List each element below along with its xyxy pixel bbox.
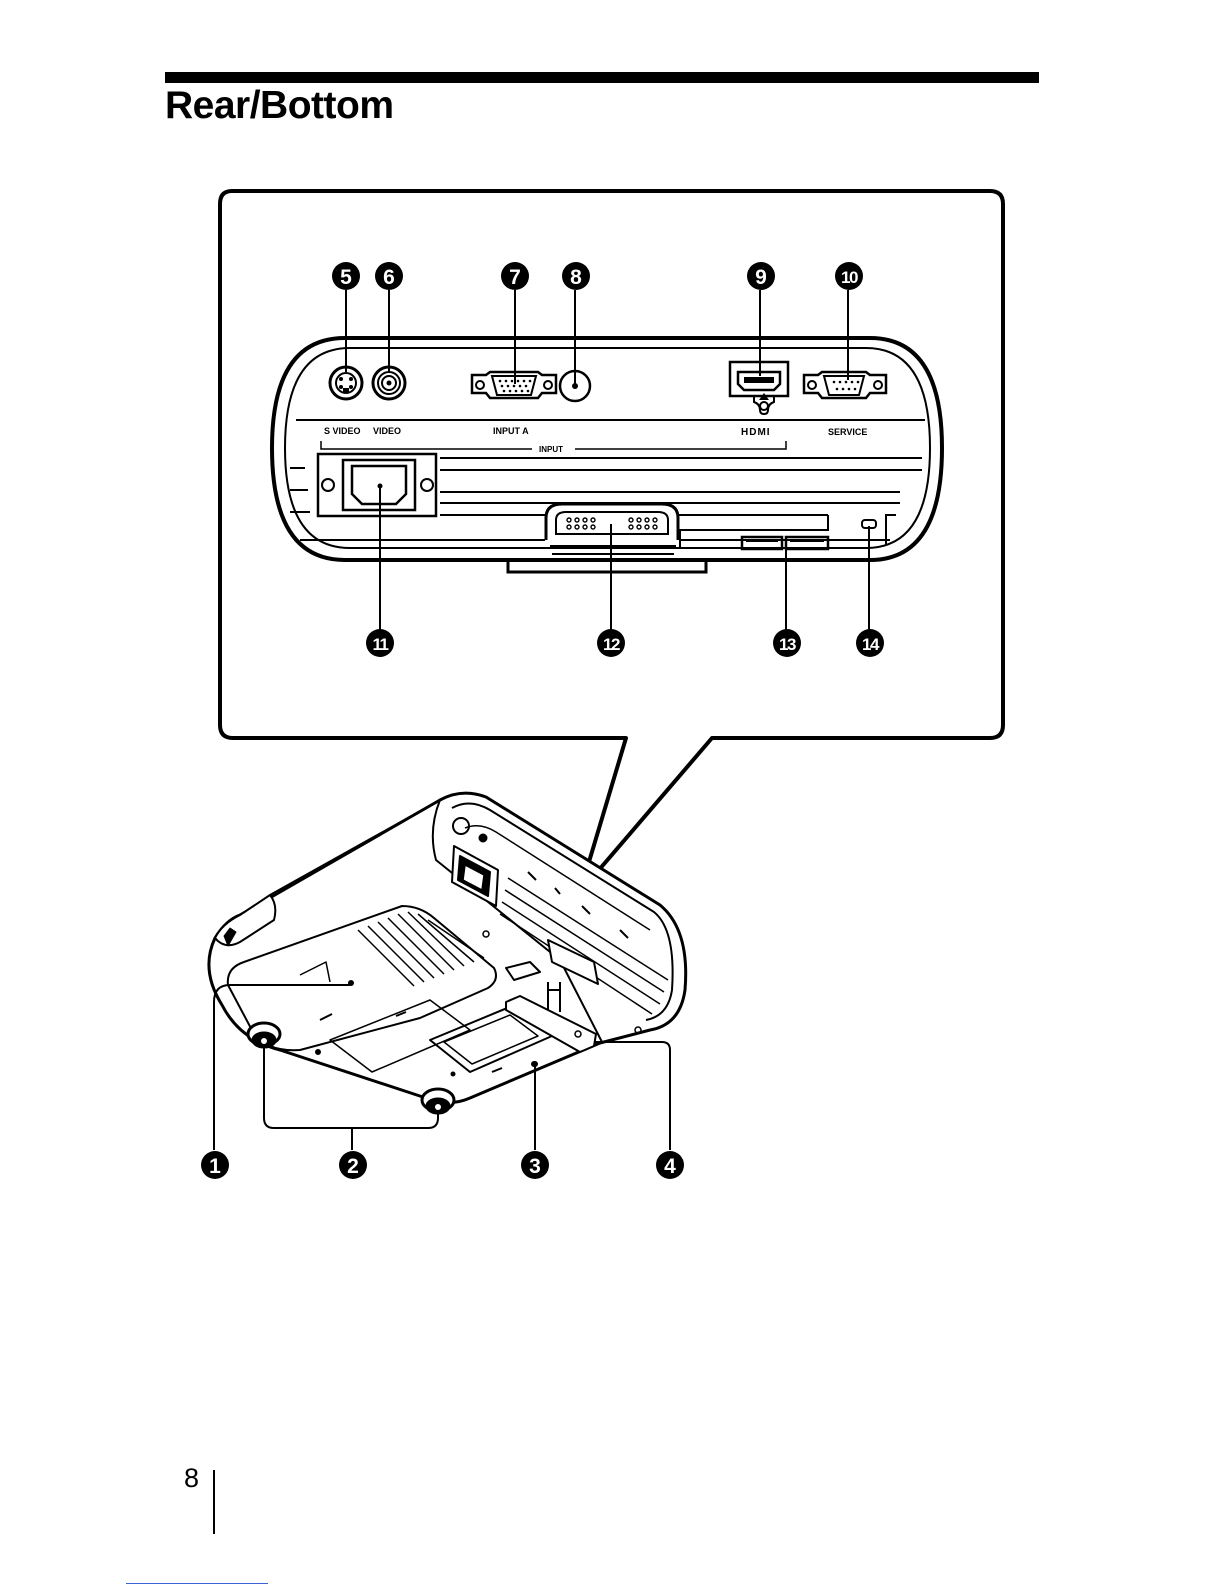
service-connector: [804, 372, 886, 398]
svg-text:1: 1: [209, 1155, 221, 1178]
callout-1: 1: [201, 1151, 229, 1179]
page-number: 8: [184, 1462, 199, 1494]
hdmi-label: HDMI: [741, 427, 771, 438]
svg-text:4: 4: [664, 1155, 676, 1178]
callout-12: 12: [597, 629, 625, 657]
callout-13: 13: [773, 629, 801, 657]
rear-panel-view: [272, 338, 942, 572]
callout-11: 11: [366, 629, 394, 657]
svg-text:2: 2: [347, 1155, 359, 1178]
callout-14: 14: [856, 629, 884, 657]
svideo-label: S VIDEO: [324, 426, 361, 436]
svg-text:8: 8: [570, 266, 582, 289]
video-label: VIDEO: [373, 426, 401, 436]
svg-text:9: 9: [755, 266, 767, 289]
svg-text:12: 12: [603, 635, 620, 654]
svg-text:5: 5: [340, 266, 352, 289]
svg-text:6: 6: [383, 266, 395, 289]
callout-9: 9: [747, 262, 775, 290]
callout-3: 3: [521, 1151, 549, 1179]
callout-7: 7: [501, 262, 529, 290]
callout-4: 4: [656, 1151, 684, 1179]
svg-text:13: 13: [779, 635, 796, 654]
svg-text:10: 10: [841, 268, 858, 287]
svg-text:7: 7: [509, 266, 521, 289]
svg-text:3: 3: [529, 1155, 541, 1178]
input-a-label: INPUT A: [493, 426, 529, 436]
service-label: SERVICE: [828, 427, 867, 437]
input-group-label: INPUT: [539, 445, 563, 454]
callout-6: 6: [375, 262, 403, 290]
page-number-rule: [213, 1470, 215, 1534]
callout-10: 10: [835, 262, 863, 290]
callout-5: 5: [332, 262, 360, 290]
svg-text:11: 11: [373, 635, 389, 654]
callout-8: 8: [562, 262, 590, 290]
callout-2: 2: [339, 1151, 367, 1179]
ac-in-socket: [318, 454, 436, 516]
svg-text:14: 14: [862, 635, 880, 654]
